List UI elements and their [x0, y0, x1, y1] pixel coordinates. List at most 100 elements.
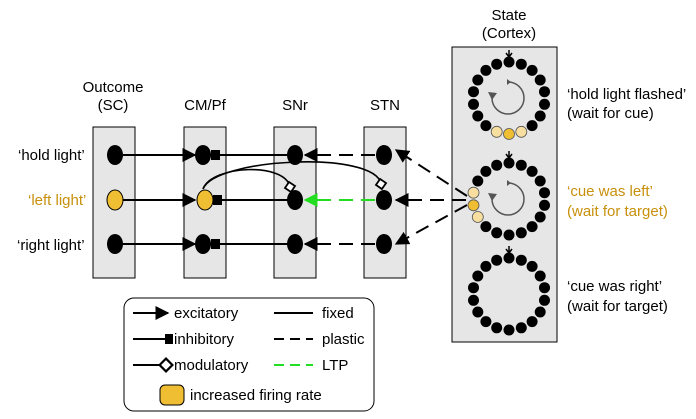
legend-excitatory: excitatory	[174, 305, 239, 322]
neuron-outcome-right	[107, 234, 123, 254]
cortex-neuron-active	[503, 128, 515, 140]
cortex-neuron	[468, 98, 479, 110]
cortex-neuron	[480, 165, 492, 177]
outcome-header: Outcome	[83, 79, 144, 96]
cortex-neuron	[539, 187, 550, 199]
cortex-neuron	[468, 282, 479, 294]
cortex-neuron	[472, 110, 484, 122]
ring-input-marker	[505, 246, 513, 255]
cortex-neuron	[472, 306, 484, 318]
cortex-neuron	[480, 120, 492, 132]
cortex-neuron	[534, 306, 546, 318]
cortex-neuron	[534, 175, 546, 187]
cortex-neuron	[526, 316, 538, 328]
neuron-outcome-hold	[107, 145, 123, 165]
cortex-ring-hold	[468, 50, 550, 140]
legend: excitatory inhibitory modulatory fixed p…	[123, 297, 375, 412]
cortex-neuron	[534, 74, 546, 86]
cortex-neuron	[491, 58, 503, 70]
cortex-neuron	[503, 157, 515, 169]
legend-fixed: fixed	[322, 305, 354, 322]
neuron-cmpf-right	[195, 234, 211, 254]
row-label-right: ‘right light’	[17, 237, 85, 254]
cortex-neuron	[468, 294, 479, 306]
neuron-cmpf-left	[196, 189, 214, 211]
cortex-neuron-active	[515, 125, 528, 138]
cortex-neuron	[472, 270, 484, 282]
legend-increased-firing: increased firing rate	[190, 387, 322, 404]
neuron-cmpf-hold	[195, 145, 211, 165]
legend-active-swatch	[159, 384, 185, 406]
cortex-neuron-active	[467, 199, 480, 212]
legend-plastic: plastic	[322, 331, 365, 348]
snr-header: SNr	[282, 97, 308, 114]
inhibitory-terminal-right	[211, 239, 220, 249]
neuron-stn-left	[376, 190, 392, 210]
cortex-neuron	[515, 227, 527, 239]
legend-modulatory: modulatory	[174, 357, 249, 374]
neuron-snr-left	[287, 190, 303, 210]
legend-inhibitory: inhibitory	[174, 331, 235, 348]
cortex-neuron	[526, 221, 538, 233]
cortex-neuron	[480, 64, 492, 76]
legend-ltp: LTP	[322, 357, 348, 374]
cortex-neuron	[539, 294, 550, 306]
outcome-subheader: (SC)	[98, 97, 129, 114]
cortex-neuron	[480, 221, 492, 233]
row-label-hold: ‘hold light’	[18, 147, 85, 164]
state-label-right-2: (wait for target)	[567, 298, 668, 315]
cortex-neuron	[491, 227, 503, 239]
row-label-left: ‘left light’	[28, 192, 86, 209]
cortex-neuron-active	[467, 186, 480, 199]
cortex-neuron	[539, 282, 550, 294]
cortex-neuron	[526, 64, 538, 76]
legend-box	[123, 297, 375, 412]
cortex-ring-right	[468, 246, 550, 336]
state-label-right-1: ‘cue was right’	[567, 278, 662, 295]
cortex-neuron	[539, 199, 550, 211]
neuron-stn-right	[376, 234, 392, 254]
cortex-neuron	[526, 260, 538, 272]
cortex-neuron	[526, 120, 538, 132]
state-subheader: (Cortex)	[482, 25, 536, 42]
cortex-neuron	[503, 252, 515, 264]
cortex-neuron-active	[471, 211, 484, 223]
cortex-neuron	[515, 159, 527, 171]
cortex-ring-left	[467, 151, 550, 241]
cortex-neuron	[472, 175, 484, 187]
neuron-snr-right	[287, 234, 303, 254]
state-label-left-1: ‘cue was left’	[567, 183, 653, 200]
state-label-hold-1: ‘hold light flashed’	[567, 86, 686, 103]
state-label-hold-2: (wait for cue)	[567, 105, 654, 122]
cortex-neuron	[491, 159, 503, 171]
cortex-to-stn-hold	[394, 149, 468, 197]
cortex-neuron	[503, 56, 515, 68]
cortex-neuron	[472, 74, 484, 86]
cmpf-header: CM/Pf	[184, 97, 227, 114]
neuron-outcome-left	[106, 189, 124, 211]
cortex-neuron	[526, 165, 538, 177]
cortex-neuron	[515, 254, 527, 266]
neuron-stn-hold	[376, 145, 392, 165]
cortex-neuron	[534, 270, 546, 282]
cortex-neuron	[491, 322, 503, 334]
cortex-neuron	[491, 254, 503, 266]
legend-inhibitory-symbol	[165, 334, 173, 344]
ring-input-marker	[505, 151, 513, 160]
ring-input-marker	[505, 50, 513, 59]
cortex-neuron	[480, 316, 492, 328]
rotation-icon-hold	[488, 79, 525, 115]
cortex-neuron	[515, 322, 527, 334]
state-label-left-2: (wait for target)	[567, 203, 668, 220]
stn-header: STN	[370, 97, 400, 114]
inhibitory-terminal-hold	[211, 150, 220, 160]
cortex-neuron	[534, 110, 546, 122]
rotation-icon-left	[488, 180, 525, 216]
cortex-neuron	[515, 58, 527, 70]
cortex-neuron	[468, 86, 479, 98]
cortex-neuron	[480, 260, 492, 272]
cortex-neuron-active	[490, 125, 503, 138]
cortex-neuron	[503, 229, 515, 241]
cortex-neuron	[534, 211, 546, 223]
